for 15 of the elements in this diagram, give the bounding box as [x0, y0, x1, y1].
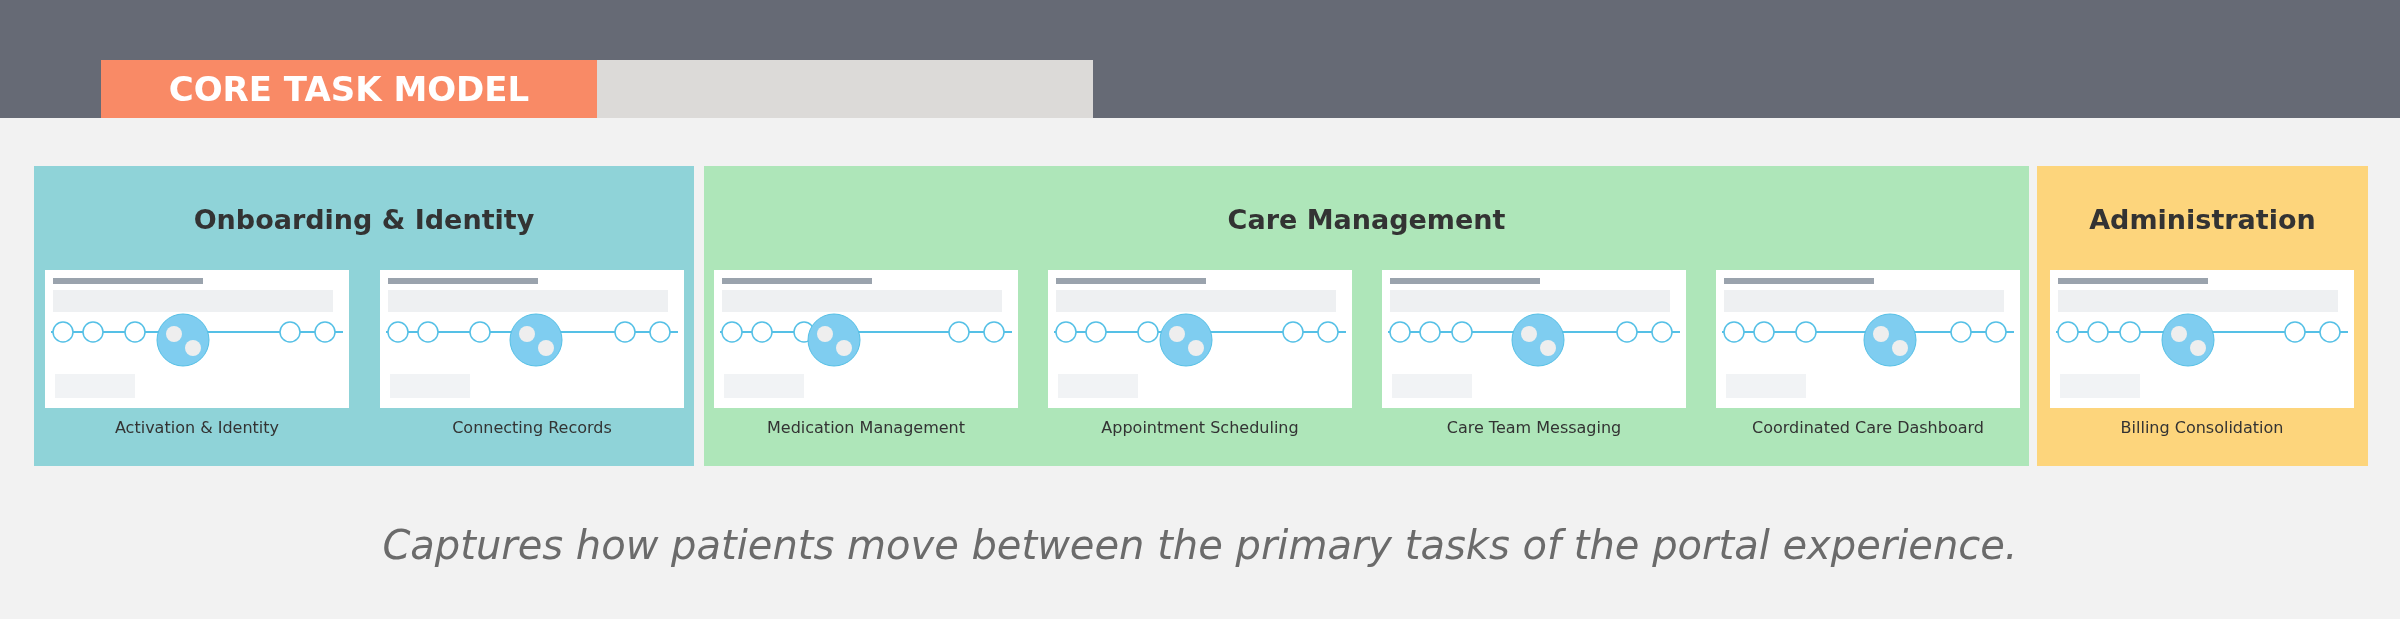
group-heading: Onboarding & Identity	[192, 204, 536, 235]
card-caption: Activation & Identity	[113, 418, 281, 437]
card-caption: Billing Consolidation	[2119, 418, 2285, 437]
group-heading: Administration	[2088, 204, 2317, 235]
card-caption: Medication Management	[766, 418, 966, 437]
caption: Captures how patients move between the primary tasks of the portal experience.	[381, 522, 2019, 568]
group-heading: Care Management	[1226, 204, 1507, 235]
card-caption: Connecting Records	[451, 418, 613, 437]
group-panel	[2037, 166, 2368, 466]
card-caption: Appointment Scheduling	[1100, 418, 1300, 437]
group-panel	[34, 166, 694, 466]
card-caption: Care Team Messaging	[1445, 418, 1623, 437]
title: CORE TASK MODEL	[101, 60, 597, 118]
card-caption: Coordinated Care Dashboard	[1751, 418, 1985, 437]
group-panel	[704, 166, 2029, 466]
